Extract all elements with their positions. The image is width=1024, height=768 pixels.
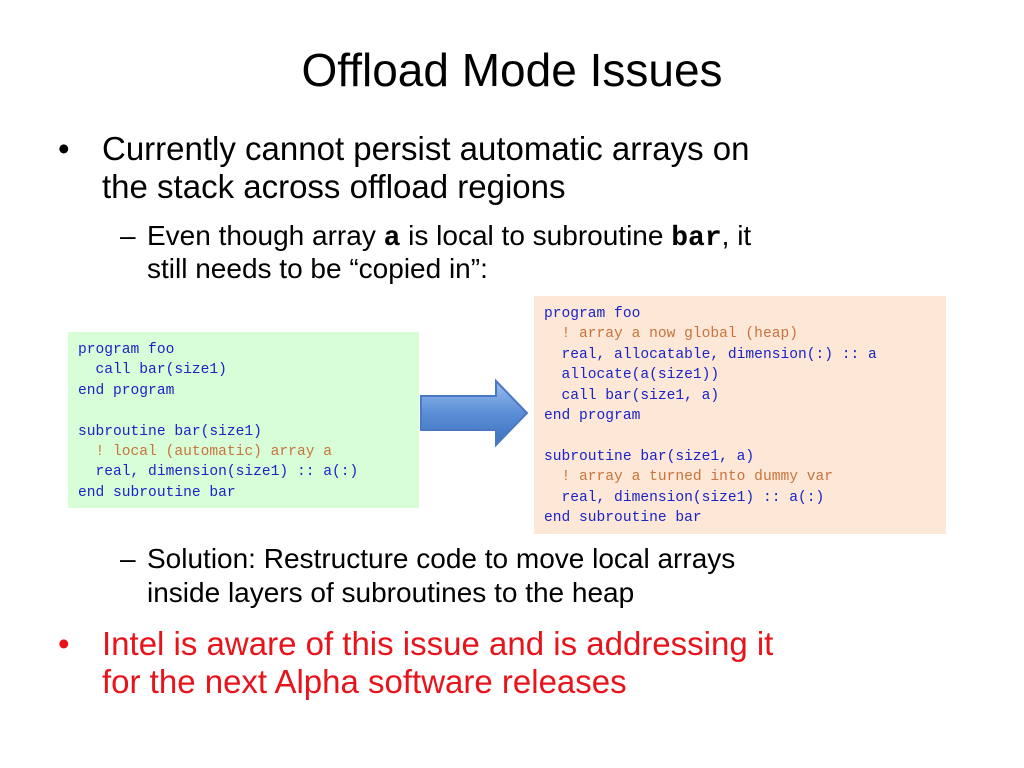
code-line: allocate(a(size1)) bbox=[544, 367, 720, 384]
code-line: end program bbox=[544, 408, 641, 425]
subbullet-text-line2: inside layers of subroutines to the heap bbox=[147, 577, 635, 608]
code-line: end subroutine bar bbox=[78, 484, 236, 501]
bullet-text-line2: for the next Alpha software releases bbox=[102, 663, 627, 700]
code-line: end program bbox=[78, 382, 175, 399]
code-comment: ! array a turned into dummy var bbox=[544, 469, 834, 486]
code-after-box: program foo ! array a now global (heap) … bbox=[534, 296, 946, 534]
bullet-text-line2: the stack across offload regions bbox=[102, 168, 566, 205]
slide-title: Offload Mode Issues bbox=[301, 44, 723, 96]
var-bar: bar bbox=[671, 223, 722, 254]
code-line: program foo bbox=[78, 342, 175, 358]
code-line: subroutine bar(size1, a) bbox=[544, 448, 755, 465]
code-line: real, dimension(size1) :: a(:) bbox=[544, 489, 825, 506]
code-line: end subroutine bar bbox=[544, 510, 702, 527]
code-line: subroutine bar(size1) bbox=[78, 423, 262, 440]
code-line: program foo bbox=[544, 306, 641, 322]
code-line: real, dimension(size1) :: a(:) bbox=[78, 464, 359, 481]
subbullet-text-line2: still needs to be “copied in”: bbox=[147, 253, 488, 284]
code-line-blank: ​ bbox=[78, 401, 409, 421]
code-before-box: program foo call bar(size1) end program ​ s… bbox=[68, 332, 419, 508]
code-line: call bar(size1) bbox=[78, 362, 227, 379]
bullet-text-line1: Currently cannot persist automatic array… bbox=[102, 130, 750, 167]
bullet-marker: • bbox=[58, 625, 70, 662]
bullet-marker: • bbox=[58, 130, 70, 167]
dash-marker: – bbox=[120, 220, 136, 251]
text-fragment: , it bbox=[721, 220, 752, 251]
subbullet-text-line1: Even though array a is local to subrouti… bbox=[147, 220, 751, 255]
right-arrow-icon bbox=[420, 378, 529, 448]
code-comment: ! array a now global (heap) bbox=[544, 326, 798, 343]
code-line-blank: ​ bbox=[544, 426, 936, 446]
code-line: real, allocatable, dimension(:) :: a bbox=[544, 346, 877, 363]
dash-marker: – bbox=[120, 543, 136, 574]
subbullet-text-line1: Solution: Restructure code to move local… bbox=[147, 543, 736, 574]
bullet-text-line1: Intel is aware of this issue and is addr… bbox=[102, 625, 774, 662]
text-fragment: is local to subroutine bbox=[400, 220, 672, 251]
var-a: a bbox=[383, 223, 401, 254]
code-line: call bar(size1, a) bbox=[544, 387, 720, 404]
code-comment: ! local (automatic) array a bbox=[78, 444, 332, 461]
text-fragment: Even though array bbox=[147, 220, 384, 251]
